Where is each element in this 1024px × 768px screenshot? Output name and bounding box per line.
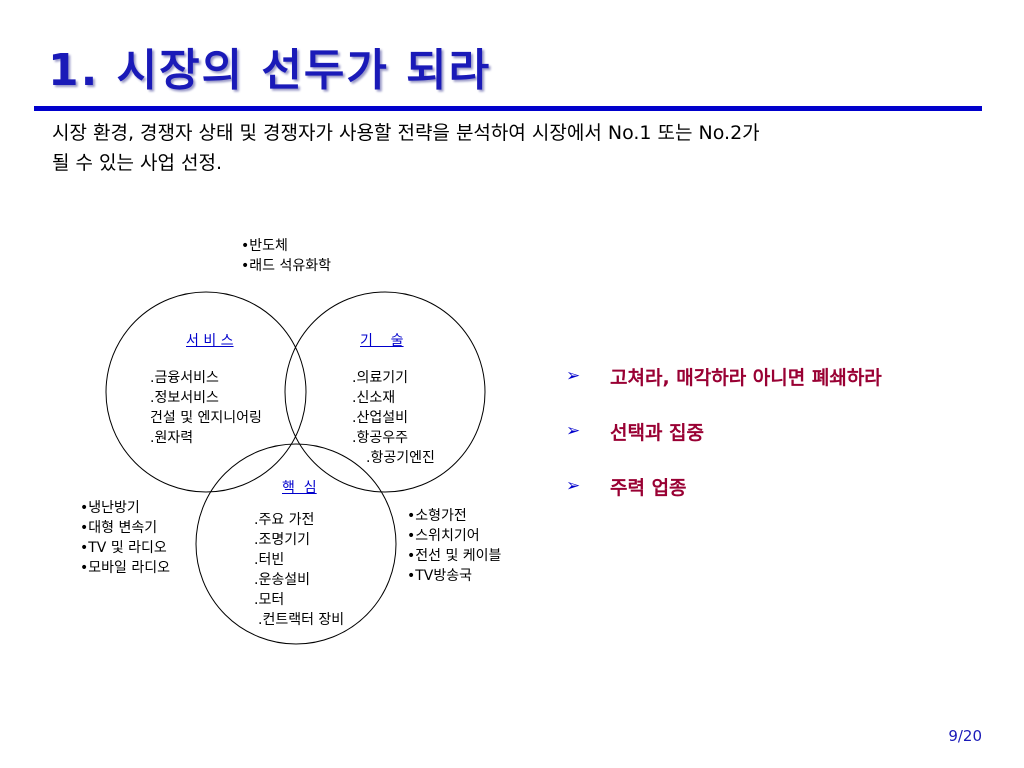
slide-description: 시장 환경, 경쟁자 상태 및 경쟁자가 사용할 전략을 분석하여 시장에서 N… <box>52 118 972 178</box>
list-item: •전선 및 케이블 <box>407 548 502 564</box>
venn-circle-tech <box>284 291 486 493</box>
venn-circle-core <box>195 443 397 645</box>
list-item: •스위치기어 <box>407 528 480 544</box>
list-item: .주요 가전 <box>254 512 315 528</box>
list-item: .모터 <box>254 592 285 608</box>
key-points: ➢ 고쳐라, 매각하라 아니면 폐쇄하라 ➢ 선택과 집중 ➢ 주력 업종 <box>566 362 882 527</box>
bullet-text: 주력 업종 <box>610 476 687 499</box>
list-item: •TV방송국 <box>407 568 473 584</box>
description-line-1: 시장 환경, 경쟁자 상태 및 경쟁자가 사용할 전략을 분석하여 시장에서 N… <box>52 122 760 144</box>
list-item: •대형 변속기 <box>80 520 158 536</box>
venn-service-heading: 서 비 스 <box>186 333 234 349</box>
venn-service-items: .금융서비스 .정보서비스 건설 및 엔지니어링 .원자력 <box>150 368 262 448</box>
description-line-2: 될 수 있는 사업 선정. <box>52 152 223 174</box>
list-item: •모바일 라디오 <box>80 560 170 576</box>
title-divider <box>34 106 982 111</box>
venn-left-items: •냉난방기 •대형 변속기 •TV 및 라디오 •모바일 라디오 <box>80 498 170 578</box>
list-item: •냉난방기 <box>80 500 140 516</box>
venn-right-items: •소형가전 •스위치기어 •전선 및 케이블 •TV방송국 <box>407 506 501 586</box>
page-number: 9/20 <box>948 727 982 745</box>
list-item: .항공기엔진 <box>366 450 435 466</box>
venn-core-items: .주요 가전 .조명기기 .터빈 .운송설비 .모터 .컨트랙터 장비 <box>254 510 344 630</box>
list-item: .항공우주 <box>352 430 408 446</box>
list-item: •TV 및 라디오 <box>80 540 167 556</box>
venn-circle-service <box>105 291 307 493</box>
list-item: .원자력 <box>150 430 194 446</box>
list-item: .조명기기 <box>254 532 310 548</box>
list-item: •반도체 <box>241 238 288 254</box>
venn-tech-heading: 기 술 <box>360 333 404 349</box>
arrow-bullet-icon: ➢ <box>566 421 581 441</box>
list-item: .신소재 <box>352 390 396 406</box>
venn-tech-items: .의료기기 .신소재 .산업설비 .항공우주 .항공기엔진 <box>352 368 435 468</box>
list-item: .정보서비스 <box>150 390 219 406</box>
slide-title: 1. 시장의 선두가 되라 <box>48 45 492 96</box>
bullet-core-business: ➢ 주력 업종 <box>566 472 882 500</box>
list-item: •래드 석유화학 <box>241 258 331 274</box>
list-item: .터빈 <box>254 552 285 568</box>
list-item: .금융서비스 <box>150 370 219 386</box>
arrow-bullet-icon: ➢ <box>566 476 581 496</box>
list-item: .컨트랙터 장비 <box>258 612 345 628</box>
bullet-text: 선택과 집중 <box>610 421 705 444</box>
venn-top-items: •반도체 •래드 석유화학 <box>241 236 331 276</box>
bullet-select-focus: ➢ 선택과 집중 <box>566 417 882 445</box>
list-item: 건설 및 엔지니어링 <box>150 410 262 426</box>
list-item: •소형가전 <box>407 508 467 524</box>
list-item: .산업설비 <box>352 410 408 426</box>
venn-core-heading: 핵 심 <box>282 480 317 496</box>
list-item: .의료기기 <box>352 370 408 386</box>
list-item: .운송설비 <box>254 572 310 588</box>
bullet-fix-sell-close: ➢ 고쳐라, 매각하라 아니면 폐쇄하라 <box>566 362 882 390</box>
arrow-bullet-icon: ➢ <box>566 366 581 386</box>
bullet-text: 고쳐라, 매각하라 아니면 폐쇄하라 <box>610 366 882 389</box>
